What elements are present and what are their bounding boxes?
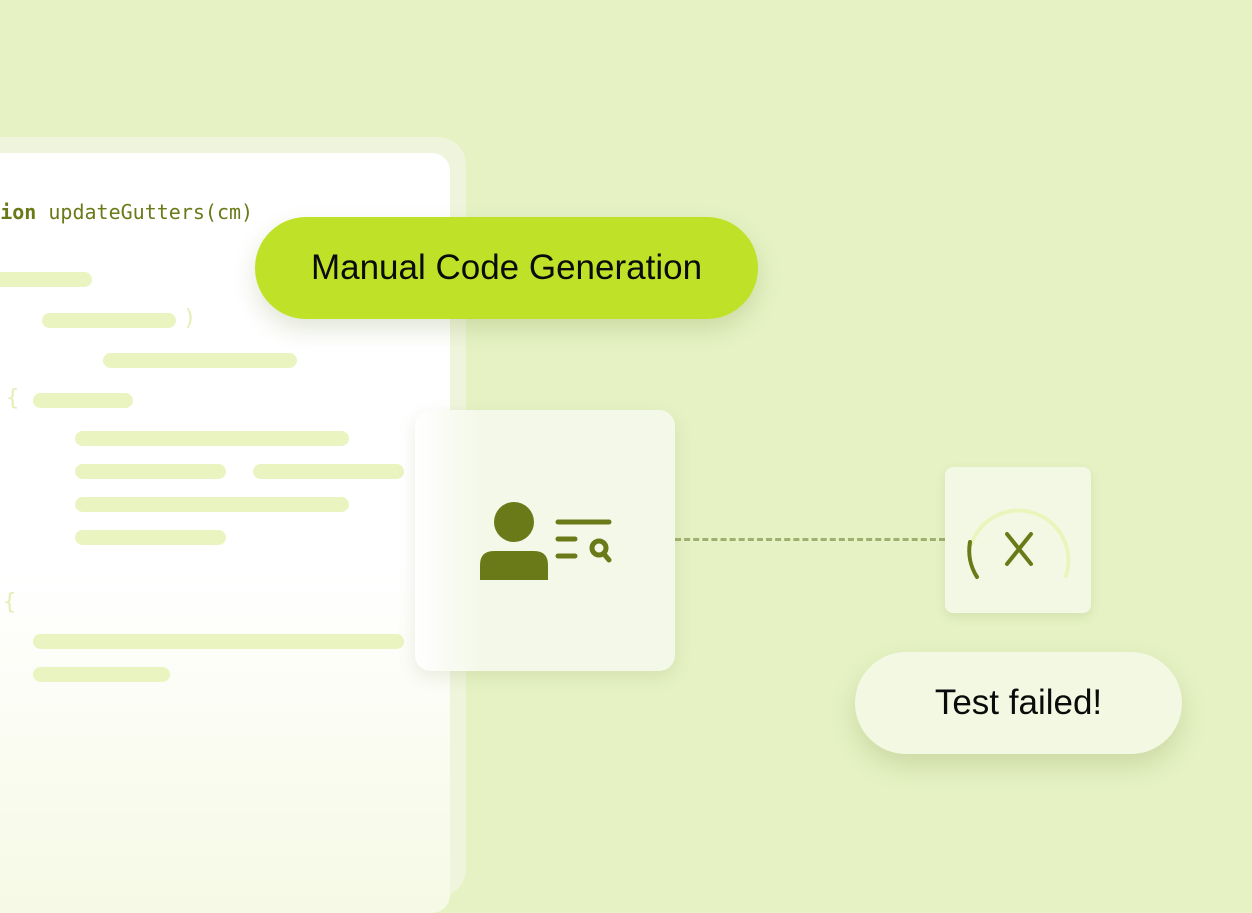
reviewer-card [415, 410, 675, 671]
user-search-icon [480, 502, 612, 580]
connector-line [675, 538, 945, 541]
code-placeholder-bar [33, 393, 133, 408]
status-text: Test failed! [934, 683, 1103, 722]
code-placeholder-bar [103, 353, 297, 368]
code-signature: updateGutters(cm) [36, 200, 254, 224]
manual-code-generation-label: Manual Code Generation [255, 217, 758, 319]
code-placeholder-bar [75, 497, 349, 512]
code-placeholder-bar [75, 530, 226, 545]
label-text: Manual Code Generation [310, 248, 703, 287]
code-close-paren: ) [183, 306, 197, 331]
code-placeholder-bar [75, 431, 349, 446]
test-failed-badge: Test failed! [855, 652, 1182, 754]
code-placeholder-bar [33, 634, 404, 649]
code-open-brace: { [6, 386, 20, 411]
code-line-function: function updateGutters(cm) [0, 200, 253, 224]
code-open-brace: { [3, 590, 17, 615]
status-card [945, 467, 1091, 613]
code-keyword: function [0, 200, 37, 224]
code-placeholder-bar [33, 667, 170, 682]
code-placeholder-bar [0, 272, 92, 287]
fail-x-icon [967, 508, 1071, 579]
code-placeholder-bar [253, 464, 404, 479]
code-placeholder-bar [42, 313, 176, 328]
code-placeholder-bar [75, 464, 226, 479]
